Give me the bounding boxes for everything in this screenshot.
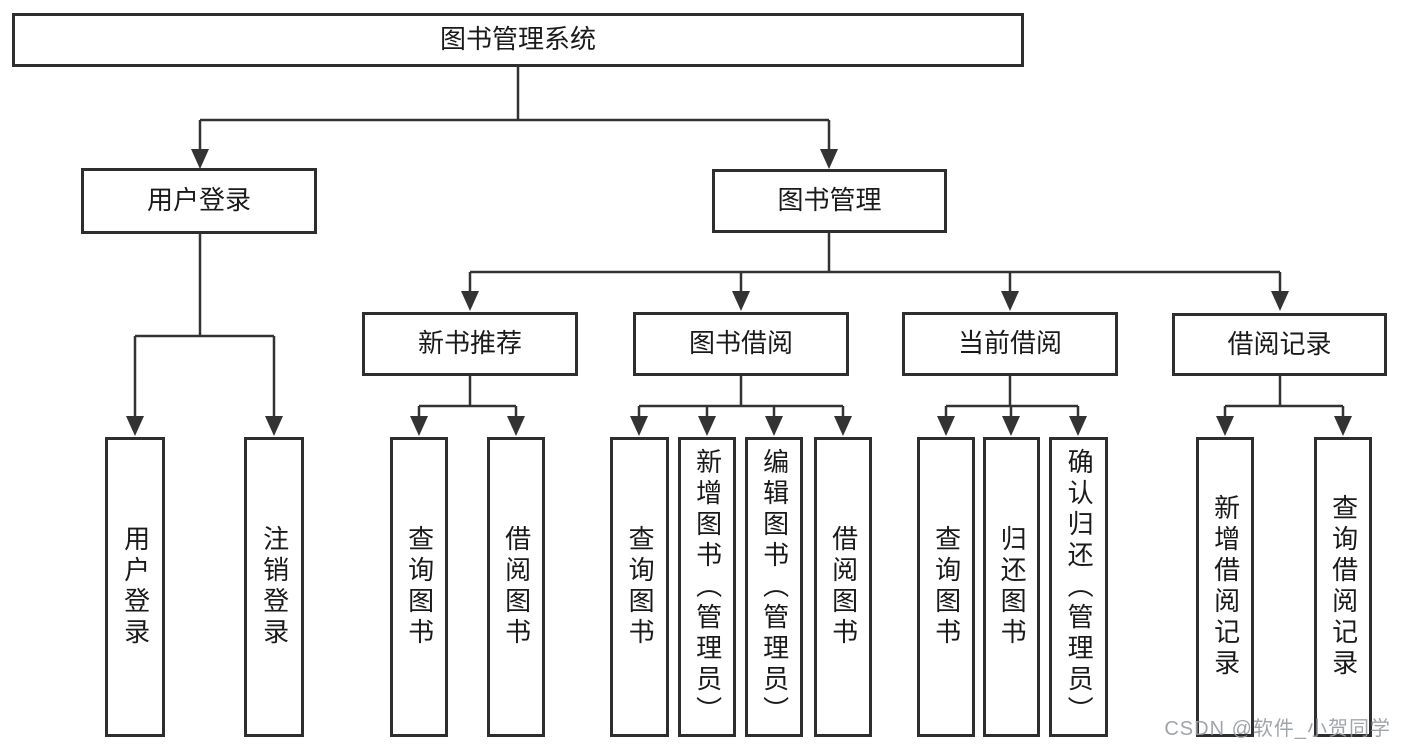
node-login-action: 用户登录 [105,437,165,737]
node-br-query-record-label: 查询借阅记录 [1328,494,1359,680]
node-current-borrowing-label: 当前借阅 [957,328,1062,359]
node-bb-borrow-book: 借阅图书 [814,437,872,737]
node-bb-add-book-admin-label: 新增图书（管理员） [692,447,723,727]
node-logout-action: 注销登录 [244,437,304,737]
node-cb-confirm-return-admin-label: 确认归还（管理员） [1064,447,1095,727]
node-bb-edit-book-admin-label: 编辑图书（管理员） [759,447,790,727]
node-cb-confirm-return-admin: 确认归还（管理员） [1049,437,1108,737]
node-book-borrowing-label: 图书借阅 [688,328,793,359]
node-br-query-record: 查询借阅记录 [1314,437,1372,737]
node-cb-query-book: 查询图书 [917,437,975,737]
node-bb-edit-book-admin: 编辑图书（管理员） [745,437,803,737]
node-cb-return-book-label: 归还图书 [997,525,1028,649]
node-br-add-record: 新增借阅记录 [1196,437,1254,737]
node-bb-borrow-book-label: 借阅图书 [828,525,859,649]
node-bb-add-book-admin: 新增图书（管理员） [678,437,736,737]
connector-user-login [133,234,276,421]
node-library-system-label: 图书管理系统 [439,24,596,55]
node-nbr-borrow-book: 借阅图书 [487,437,545,737]
node-cb-return-book: 归还图书 [983,437,1040,737]
node-nbr-query-book-label: 查询图书 [404,525,435,649]
node-logout-action-label: 注销登录 [259,525,290,649]
node-library-system: 图书管理系统 [12,13,1024,67]
node-book-management-label: 图书管理 [777,185,882,216]
node-nbr-query-book: 查询图书 [390,437,448,737]
connector-book-borrowing [637,376,845,421]
connector-book-management [468,233,1282,296]
node-br-add-record-label: 新增借阅记录 [1210,494,1241,680]
node-bb-query-book-label: 查询图书 [625,525,656,649]
node-bb-query-book: 查询图书 [610,437,669,737]
node-book-management: 图书管理 [712,169,947,233]
node-book-borrowing: 图书借阅 [633,312,849,376]
node-new-book-recommend-label: 新书推荐 [417,328,522,359]
connector-new-book-recommend [417,376,518,421]
node-login-action-label: 用户登录 [120,525,151,649]
connector-current-borrowing [944,376,1080,421]
node-current-borrowing: 当前借阅 [902,312,1118,376]
watermark-text: CSDN @软件_小贺同学 [1164,718,1391,740]
node-cb-query-book-label: 查询图书 [931,525,962,649]
connector-root [198,67,831,153]
node-new-book-recommend: 新书推荐 [362,312,578,376]
node-borrowing-records-label: 借阅记录 [1227,328,1332,359]
node-nbr-borrow-book-label: 借阅图书 [501,525,532,649]
node-user-login: 用户登录 [81,168,317,234]
node-borrowing-records: 借阅记录 [1172,313,1387,376]
arrowheads [126,149,1352,436]
node-user-login-label: 用户登录 [146,185,251,216]
connector-borrowing-records [1223,376,1345,421]
